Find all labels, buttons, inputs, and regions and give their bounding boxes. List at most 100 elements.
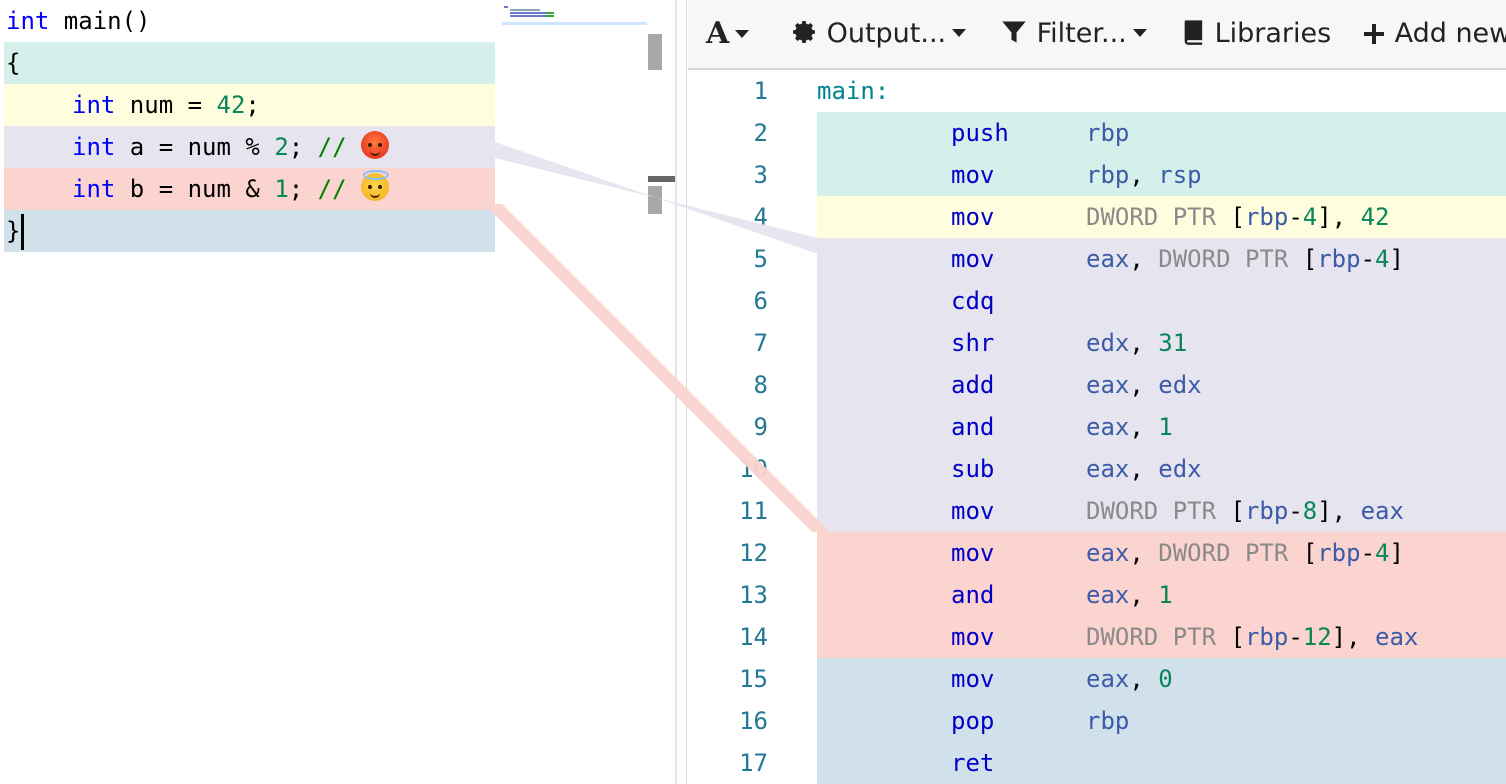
punctuation: , xyxy=(1129,413,1159,441)
asm-line[interactable]: mov eax, DWORD PTR [rbp-4] xyxy=(817,532,1506,574)
size-specifier: DWORD PTR xyxy=(1158,539,1303,567)
line-number: 12 xyxy=(739,539,768,567)
number-literal: 1 xyxy=(1158,413,1173,441)
asm-opcode: mov xyxy=(951,161,995,189)
size-specifier: DWORD PTR xyxy=(1158,245,1303,273)
register: eax xyxy=(1086,581,1130,609)
font-size-button[interactable]: A xyxy=(706,14,750,54)
gear-icon xyxy=(793,21,815,43)
number-literal: 12 xyxy=(1302,623,1332,651)
add-new-label: Add new xyxy=(1394,18,1506,49)
minimap[interactable] xyxy=(502,4,647,25)
asm-line[interactable]: cdq xyxy=(817,280,1506,322)
number-literal: 0 xyxy=(1158,665,1173,693)
punctuation: - xyxy=(1360,245,1376,273)
punctuation: , xyxy=(1129,371,1159,399)
pane-divider xyxy=(686,0,687,784)
asm-opcode: mov xyxy=(951,497,995,525)
line-number: 14 xyxy=(739,623,768,651)
minimap-line xyxy=(546,12,554,14)
number-literal: 42 xyxy=(1360,203,1390,231)
source-line[interactable]: { xyxy=(4,42,495,84)
code-text: main() xyxy=(49,7,151,35)
source-line-text: { xyxy=(6,42,20,84)
register: eax xyxy=(1086,371,1130,399)
asm-label: main: xyxy=(817,77,890,105)
line-number: 16 xyxy=(739,707,768,735)
line-number: 8 xyxy=(753,371,768,399)
number-literal: 4 xyxy=(1375,539,1390,567)
minimap-line xyxy=(510,9,540,11)
punctuation: ], xyxy=(1331,623,1376,651)
vertical-scrollbar-thumb[interactable] xyxy=(648,186,662,214)
register: rbp xyxy=(1244,497,1289,525)
asm-opcode: and xyxy=(951,413,995,441)
libraries-button[interactable]: Libraries xyxy=(1182,14,1331,54)
register: edx xyxy=(1158,371,1202,399)
font-size-icon: A xyxy=(706,16,730,51)
source-line[interactable]: int main() xyxy=(4,0,495,42)
line-number: 6 xyxy=(753,287,768,315)
minimap-line xyxy=(546,15,554,17)
asm-line[interactable]: ret xyxy=(817,742,1506,784)
line-number: 1 xyxy=(753,77,768,105)
source-line[interactable]: int num = 42; xyxy=(4,84,495,126)
line-number: 10 xyxy=(739,455,768,483)
source-editor[interactable]: int main() { int num = 42;int a = num % 2;… xyxy=(0,0,675,784)
size-specifier: DWORD PTR xyxy=(1086,497,1231,525)
chevron-down-icon xyxy=(735,30,750,38)
comment: // xyxy=(317,133,347,161)
text-cursor xyxy=(21,214,24,250)
minimap-line xyxy=(504,6,508,8)
line-number: 3 xyxy=(753,161,768,189)
source-line-text: } xyxy=(6,210,20,252)
source-line[interactable]: } xyxy=(4,210,495,252)
punctuation: [ xyxy=(1230,623,1245,651)
asm-opcode: mov xyxy=(951,203,995,231)
output-dropdown[interactable]: Output... xyxy=(790,14,967,54)
filter-dropdown[interactable]: Filter... xyxy=(1000,14,1147,54)
book-icon xyxy=(1184,20,1203,45)
asm-opcode: mov xyxy=(951,539,995,567)
comment: // xyxy=(317,175,347,203)
asm-operands: DWORD PTR [rbp-8], eax xyxy=(1086,490,1404,532)
size-specifier: DWORD PTR xyxy=(1086,623,1231,651)
punctuation: ], xyxy=(1317,497,1361,525)
asm-operands: eax, edx xyxy=(1086,364,1202,406)
asm-line[interactable]: main: xyxy=(817,70,1506,112)
source-line[interactable]: int a = num % 2; // xyxy=(4,126,495,168)
register: rbp xyxy=(1244,203,1289,231)
source-line[interactable]: int b = num & 1; // xyxy=(4,168,495,210)
line-number: 17 xyxy=(739,749,768,777)
punctuation: [ xyxy=(1230,203,1245,231)
pane-splitter[interactable] xyxy=(675,0,677,784)
asm-operands: rbp xyxy=(1086,700,1129,742)
asm-operands: eax, DWORD PTR [rbp-4] xyxy=(1086,532,1404,574)
brace: { xyxy=(6,49,21,77)
code-text: ; xyxy=(288,133,318,161)
add-new-button[interactable]: Add new xyxy=(1362,14,1506,54)
asm-opcode: sub xyxy=(951,455,995,483)
asm-line[interactable]: mov DWORD PTR [rbp-8], eax xyxy=(817,490,1506,532)
asm-opcode: mov xyxy=(951,245,995,273)
code-text: ; xyxy=(245,91,260,119)
compiler-output-pane[interactable]: A Output... Filter... Libraries Add new xyxy=(688,0,1506,784)
punctuation: - xyxy=(1360,539,1376,567)
punctuation: , xyxy=(1129,455,1159,483)
asm-operands: eax, 1 xyxy=(1086,574,1173,616)
keyword: int xyxy=(72,175,116,203)
asm-opcode: pop xyxy=(951,707,995,735)
asm-line[interactable]: pop rbp xyxy=(817,700,1506,742)
vertical-scrollbar-thumb[interactable] xyxy=(648,34,662,70)
